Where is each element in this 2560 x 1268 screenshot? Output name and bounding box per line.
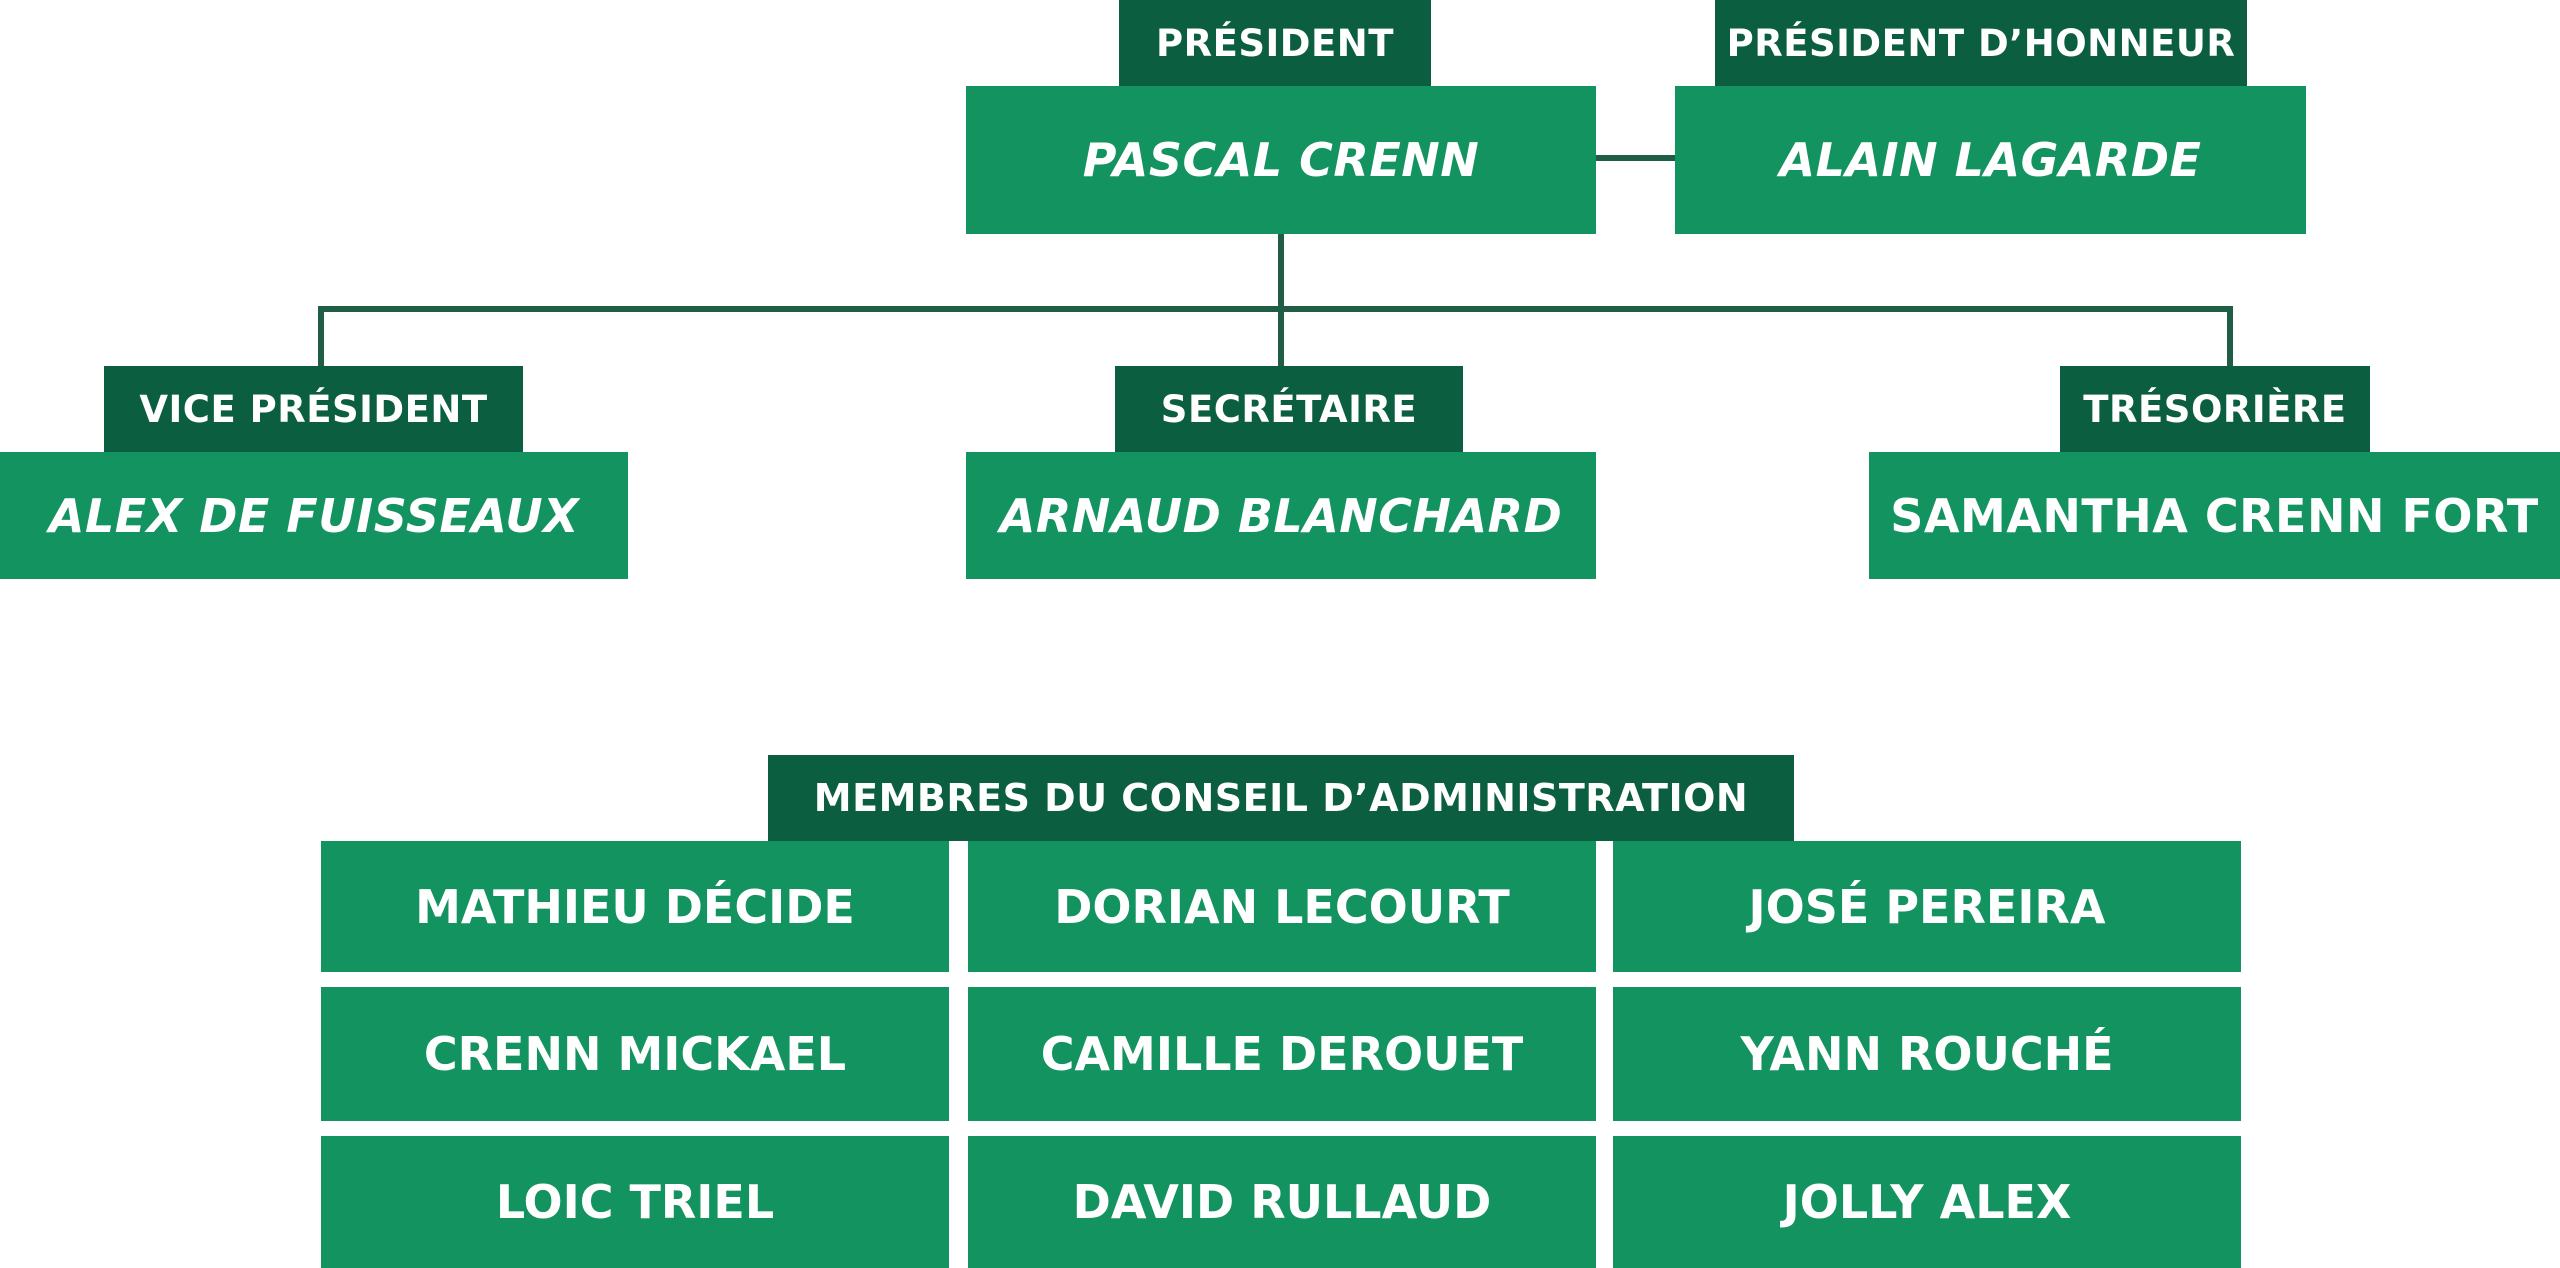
board-title: MEMBRES DU CONSEIL D’ADMINISTRATION (768, 755, 1794, 841)
board-member: CRENN MICKAEL (321, 987, 949, 1121)
connector-treasurer-drop (2227, 306, 2233, 369)
treasurer-name: SAMANTHA CRENN FORT (1869, 452, 2560, 579)
board-member: DAVID RULLAUD (968, 1136, 1596, 1268)
secretary-role-label: SECRÉTAIRE (1115, 366, 1463, 452)
connector-president-honorary (1595, 155, 1675, 161)
president-role-label: PRÉSIDENT (1119, 0, 1431, 86)
secretary-name: ARNAUD BLANCHARD (966, 452, 1596, 579)
board-member: JOSÉ PEREIRA (1613, 841, 2241, 972)
board-member: DORIAN LECOURT (968, 841, 1596, 972)
connector-horizontal-bar (318, 306, 2233, 312)
treasurer-role-label: TRÉSORIÈRE (2060, 366, 2370, 452)
connector-vice-president-drop (318, 306, 324, 369)
connector-president-trunk (1278, 233, 1284, 369)
board-member: LOIC TRIEL (321, 1136, 949, 1268)
board-member: YANN ROUCHÉ (1613, 987, 2241, 1121)
board-member: JOLLY ALEX (1613, 1136, 2241, 1268)
board-member: CAMILLE DEROUET (968, 987, 1596, 1121)
president-name: PASCAL CRENN (966, 86, 1596, 234)
honorary-president-role-label: PRÉSIDENT D’HONNEUR (1715, 0, 2247, 86)
vice-president-name: ALEX DE FUISSEAUX (0, 452, 628, 579)
vice-president-role-label: VICE PRÉSIDENT (104, 366, 523, 452)
honorary-president-name: ALAIN LAGARDE (1675, 86, 2306, 234)
board-member: MATHIEU DÉCIDE (321, 841, 949, 972)
